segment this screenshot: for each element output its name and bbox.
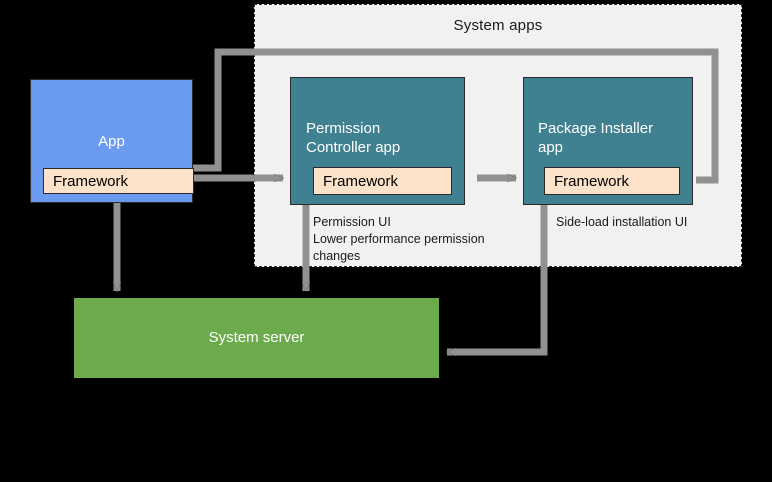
app-box-label: App	[98, 133, 125, 150]
package-installer-framework-box[interactable]: Framework	[544, 167, 680, 195]
package-installer-box-label: Package Installer app	[538, 120, 654, 156]
permission-controller-box[interactable]: Permission Controller app Framework	[290, 77, 465, 205]
package-installer-box[interactable]: Package Installer app Framework	[523, 77, 693, 205]
system-server-box-label: System server	[208, 329, 305, 346]
permission-controller-framework-box[interactable]: Framework	[313, 167, 452, 195]
app-framework-box[interactable]: Framework	[43, 168, 194, 194]
system-apps-group-label: System apps	[453, 17, 543, 34]
permission-controller-box-label: Permission Controller app	[306, 120, 401, 156]
permission-controller-caption: Permission UI Lower performance permissi…	[313, 215, 485, 263]
package-installer-caption: Side-load installation UI	[556, 215, 688, 229]
app-box[interactable]: App Framework	[30, 79, 194, 203]
system-server-box[interactable]: System server	[74, 298, 439, 378]
